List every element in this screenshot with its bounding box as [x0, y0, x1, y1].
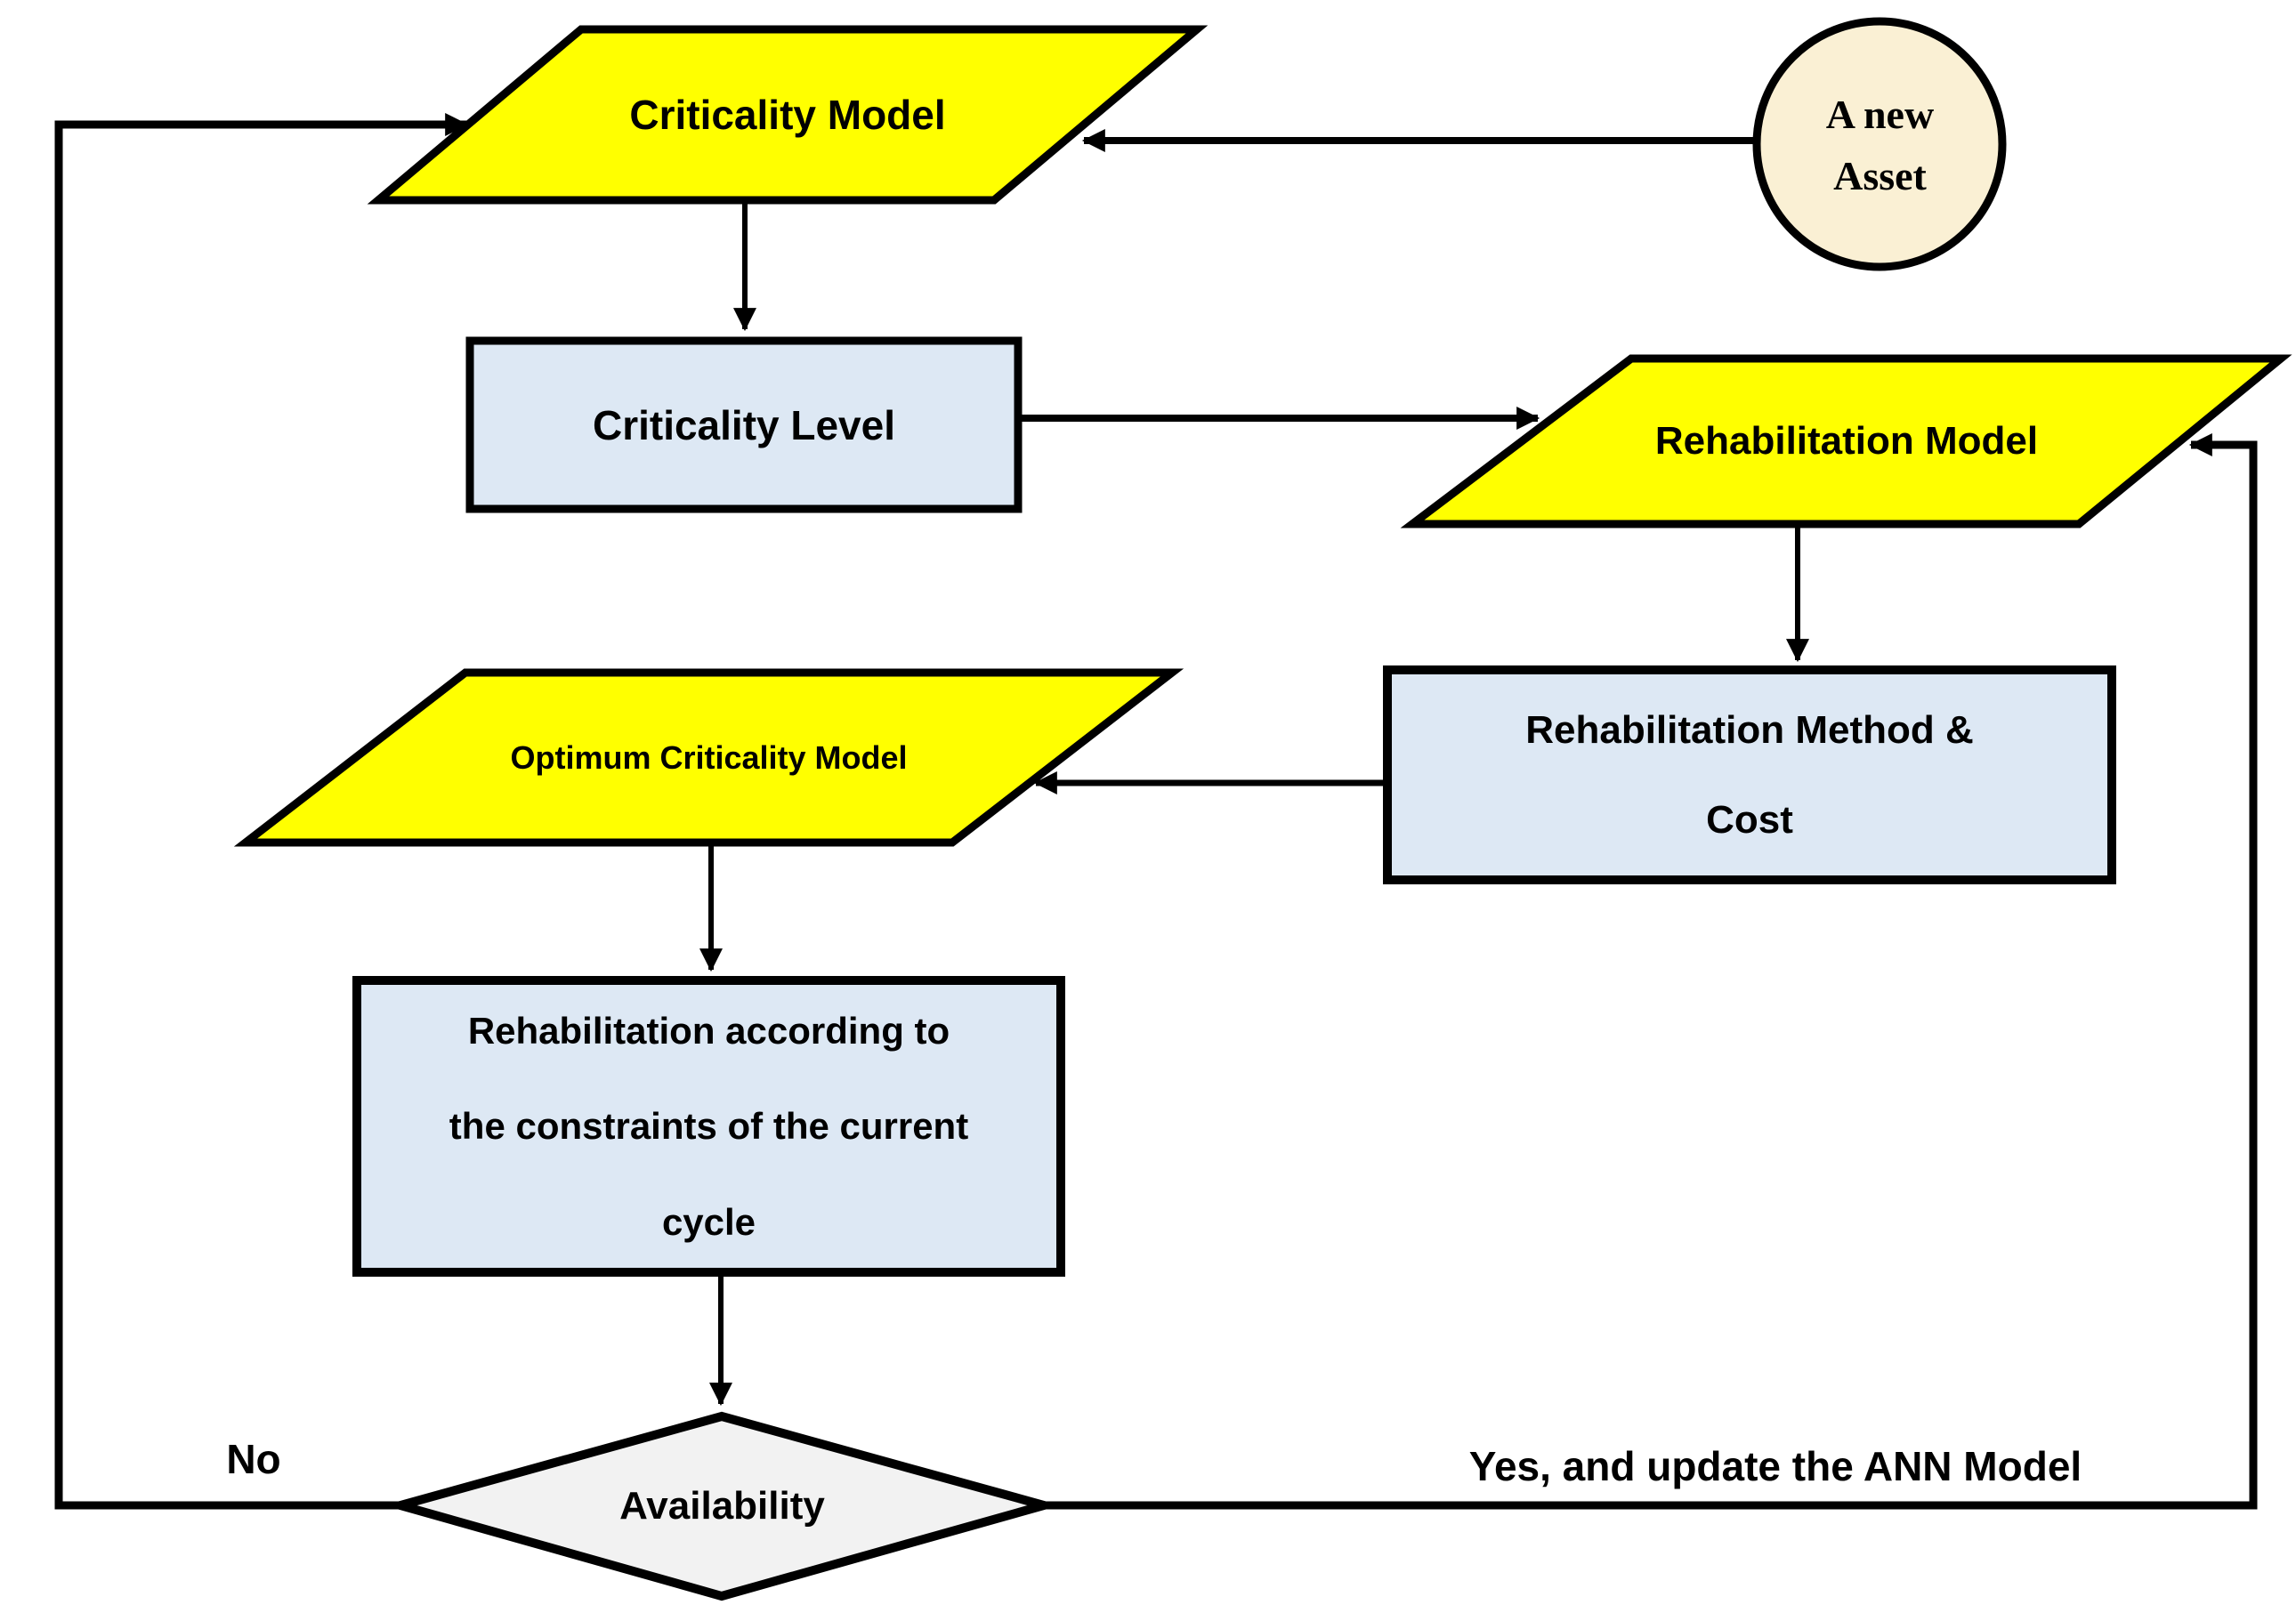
node-new-asset-shape [1752, 17, 2007, 271]
arrow-availability-yes-loop [1044, 433, 2258, 1510]
node-criticality-level-shape [465, 336, 1023, 513]
node-availability-shape [384, 1411, 1061, 1601]
node-rehabilitation-method-cost-shape [1383, 665, 2116, 884]
node-optimum-criticality-model-shape [233, 668, 1184, 847]
arrow-availability-no-loop [54, 113, 469, 1510]
node-rehabilitation-model-shape [1400, 354, 2292, 528]
node-criticality-model-shape [367, 25, 1209, 205]
node-rehabilitation-constraints-shape [352, 976, 1065, 1277]
